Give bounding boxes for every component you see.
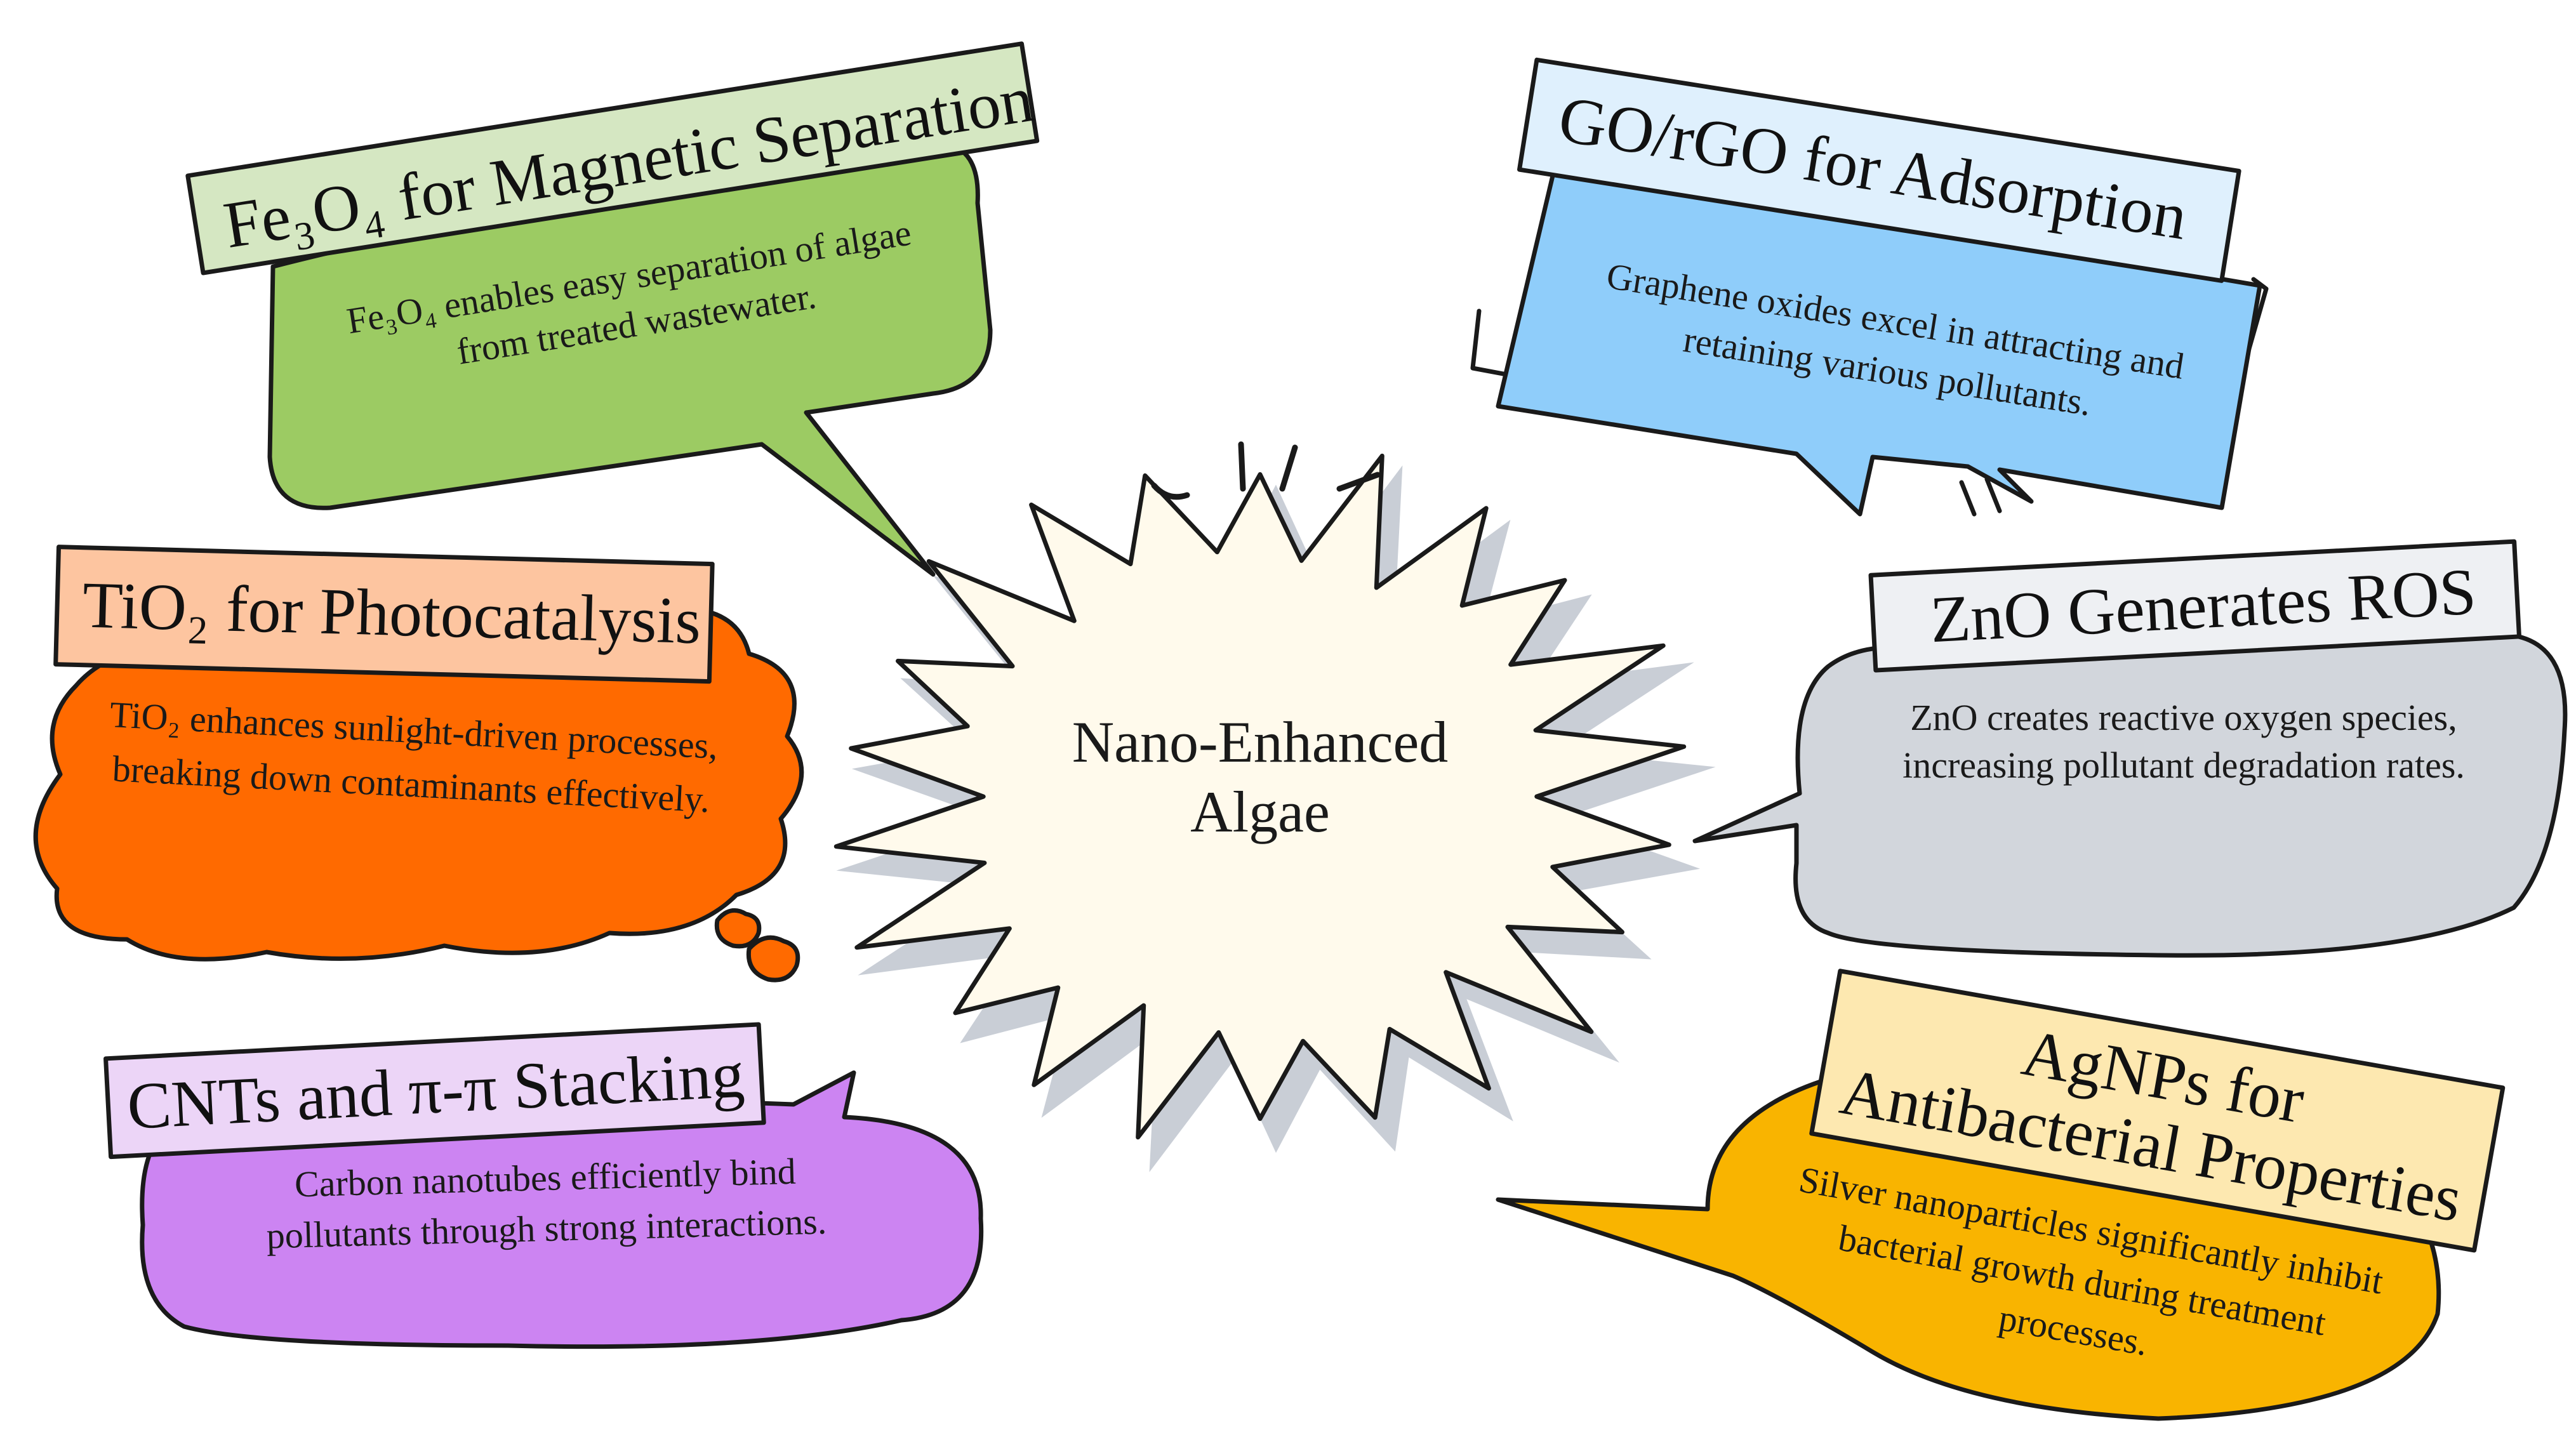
go-label bbox=[1517, 57, 2241, 283]
node-fe3o4: Fe₃O₄ for Magnetic Separation Fe₃O₄ enab… bbox=[185, 41, 1040, 577]
node-tio2: TiO₂ for Photocatalysis TiO₂ enhances su… bbox=[33, 545, 804, 983]
node-agnps: AgNPs for Antibacterial Properties Silve… bbox=[1496, 969, 2506, 1421]
zno-body-line2: increasing pollutant degradation rates. bbox=[1902, 745, 2465, 786]
zno-body-line1: ZnO creates reactive oxygen species, bbox=[1910, 697, 2457, 738]
fe3o4-label bbox=[185, 41, 1040, 275]
zno-bubble bbox=[1692, 630, 2568, 958]
center-title-line1: Nano-Enhanced bbox=[1072, 710, 1449, 774]
node-zno: ZnO Generates ROS ZnO creates reactive o… bbox=[1692, 539, 2568, 958]
center-title-line2: Algae bbox=[1190, 779, 1330, 844]
go-tail-marks bbox=[1959, 477, 2002, 517]
node-go: GO/rGO for Adsorption Graphene oxides ex… bbox=[1470, 57, 2269, 517]
agnps-label bbox=[1809, 969, 2506, 1253]
tio2-label bbox=[53, 545, 715, 684]
tio2-title: TiO₂ for Photocatalysis bbox=[82, 569, 702, 658]
tio2-thought-dot-1 bbox=[714, 908, 762, 949]
zno-label bbox=[1868, 539, 2521, 673]
cnts-label bbox=[103, 1022, 766, 1160]
center-node: Nano-Enhanced Algae bbox=[833, 441, 1716, 1172]
go-bubble bbox=[1496, 162, 2262, 517]
center-burst bbox=[833, 453, 1687, 1140]
emphasis-marks bbox=[1151, 441, 1381, 500]
tio2-thought-dot-2 bbox=[746, 935, 800, 983]
node-cnts: CNTs and π-π Stacking Carbon nanotubes e… bbox=[103, 1022, 984, 1349]
